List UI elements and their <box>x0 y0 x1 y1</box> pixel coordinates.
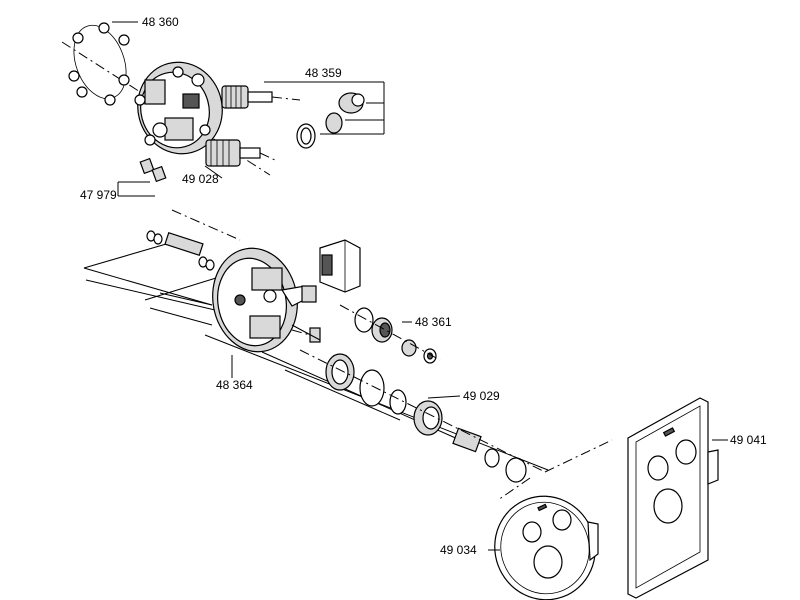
part-48360-ring <box>68 22 130 106</box>
main-plate <box>212 247 317 353</box>
cartridge-49028 <box>205 139 276 167</box>
cartridge-upper <box>221 85 301 109</box>
parts-49029 <box>299 349 546 483</box>
small-fitting <box>291 327 321 343</box>
label-49028: 49 028 <box>182 172 219 186</box>
valve-body-top <box>134 61 223 155</box>
label-48359: 48 359 <box>305 66 342 80</box>
label-49034: 49 034 <box>440 543 477 557</box>
top-assembly <box>61 21 385 197</box>
middle-assembly <box>83 209 549 483</box>
hose-holder <box>319 239 361 293</box>
label-48364: 48 364 <box>216 378 253 392</box>
round-trim-49034 <box>494 495 599 600</box>
label-49041: 49 041 <box>730 433 767 447</box>
square-trim-49041 <box>627 397 719 599</box>
trim-plates <box>488 397 728 600</box>
screws-47979 <box>117 157 167 197</box>
label-48361: 48 361 <box>415 315 452 329</box>
parts-48361 <box>339 304 441 364</box>
stem-with-orings <box>146 230 215 271</box>
leader-49029 <box>427 395 461 399</box>
leader-49028 <box>204 165 223 179</box>
parts-48359 <box>264 81 385 149</box>
label-48360: 48 360 <box>142 15 179 29</box>
label-49029: 49 029 <box>463 389 500 403</box>
label-47979: 47 979 <box>80 188 117 202</box>
